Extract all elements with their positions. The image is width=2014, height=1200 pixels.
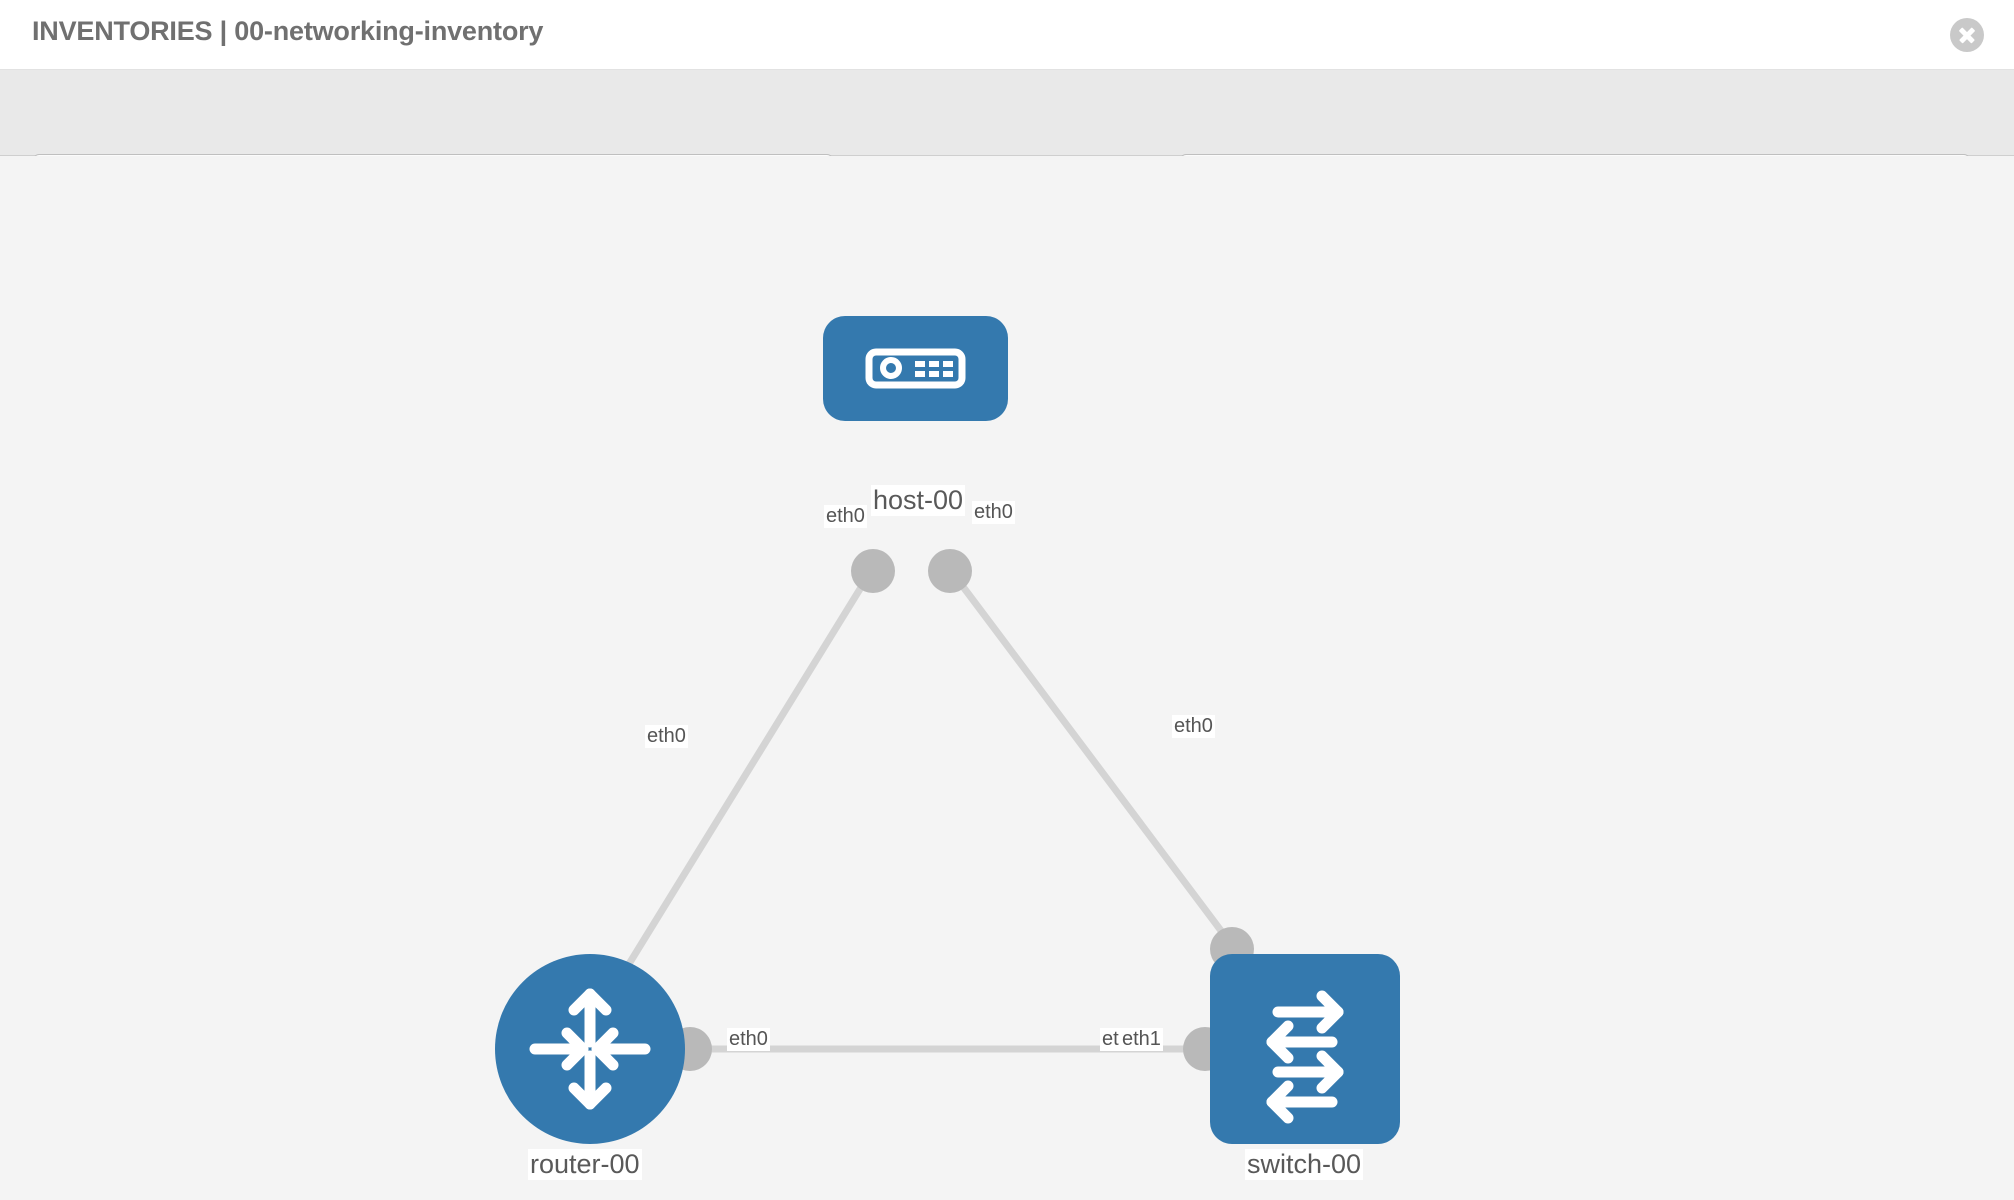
edge-label-host00-eth0-left: eth0 [824,505,867,528]
topology-canvas[interactable]: eth0 eth0 eth0 eth0 eth0 eth0 eth1 host-… [0,156,2014,1200]
node-host-00[interactable] [823,316,1008,421]
page-header: INVENTORIES | 00-networking-inventory [0,0,2014,70]
node-label-host-00: host-00 [871,485,966,517]
edge-label-switch00-eth1: eth1 [1120,1028,1163,1051]
edge-router00-host00 [597,574,871,1013]
node-switch-00[interactable] [1210,954,1400,1144]
topology-graph [597,549,1254,1071]
page-title: INVENTORIES | 00-networking-inventory [32,16,544,46]
router-arrows-icon [529,988,651,1110]
topology-edges [597,573,1243,1053]
node-router-00[interactable] [495,954,685,1144]
node-label-router-00: router-00 [528,1149,642,1181]
switch-arrows-icon [1266,990,1344,1124]
edge-label-host00-eth0-right: eth0 [972,501,1015,524]
edge-label-router00-eth0-up: eth0 [645,725,688,748]
edge-label-switch00-eth0-up: eth0 [1172,715,1215,738]
edge-label-router00-eth0: eth0 [727,1028,770,1051]
connector-host00-right [928,549,972,593]
connector-host00-left [851,549,895,593]
toolbar: ACTIONS SEARCH [0,70,2014,212]
close-icon[interactable] [1950,18,1984,52]
edge-host00-switch00 [952,573,1243,959]
server-icon [865,348,966,389]
topology-connectors [668,549,1254,1071]
node-label-switch-00: switch-00 [1245,1149,1364,1181]
